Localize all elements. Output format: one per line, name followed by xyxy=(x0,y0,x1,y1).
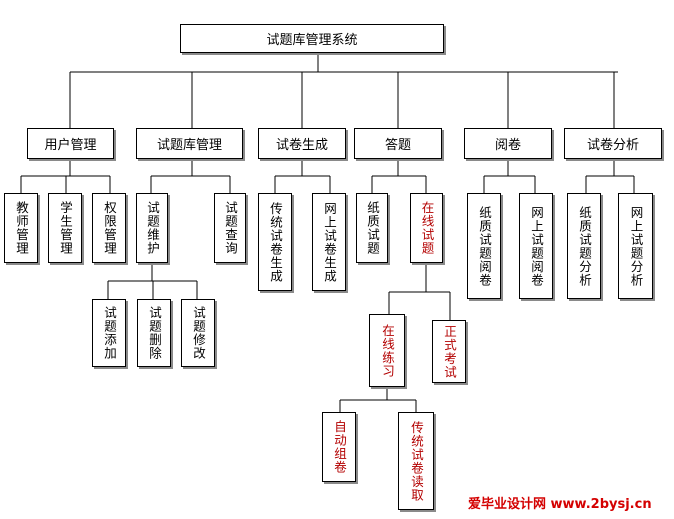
node-bank-mgmt: 试题库管理 xyxy=(136,128,243,159)
node-traditional-paper-read-label: 传统试卷读取 xyxy=(409,420,424,502)
node-question-modify: 试题修改 xyxy=(181,299,215,367)
node-online-questions: 在线试题 xyxy=(410,193,443,263)
node-permission-mgmt: 权限管理 xyxy=(92,193,126,263)
node-online-paper-gen: 网上试卷生成 xyxy=(312,193,346,291)
node-analysis-label: 试卷分析 xyxy=(586,138,639,153)
node-auto-compose: 自动组卷 xyxy=(322,412,356,482)
node-formal-exam-label: 正式考试 xyxy=(442,324,457,379)
root-node: 试题库管理系统 xyxy=(180,24,444,53)
node-traditional-paper-gen-label: 传统试卷生成 xyxy=(268,201,283,283)
node-paper-review-label: 纸质试题阅卷 xyxy=(477,205,492,287)
node-paper-questions: 纸质试题 xyxy=(356,193,388,263)
node-paper-gen: 试卷生成 xyxy=(258,128,346,159)
node-traditional-paper-read: 传统试卷读取 xyxy=(398,412,434,510)
node-review-label: 阅卷 xyxy=(494,138,521,153)
node-student-mgmt: 学生管理 xyxy=(48,193,82,263)
node-teacher-mgmt-label: 教师管理 xyxy=(14,201,29,255)
node-answer-label: 答题 xyxy=(384,138,411,153)
node-question-query-label: 试题查询 xyxy=(223,201,238,255)
node-question-add: 试题添加 xyxy=(92,299,126,367)
node-paper-analysis: 纸质试题分析 xyxy=(567,193,601,299)
node-paper-review: 纸质试题阅卷 xyxy=(467,193,501,299)
node-traditional-paper-gen: 传统试卷生成 xyxy=(258,193,292,291)
node-question-maintain-label: 试题维护 xyxy=(145,201,160,255)
node-auto-compose-label: 自动组卷 xyxy=(332,420,347,474)
node-formal-exam: 正式考试 xyxy=(432,320,466,383)
watermark-text: 爱毕业设计网 www.2bysj.cn xyxy=(468,497,652,512)
node-online-review-label: 网上试题阅卷 xyxy=(529,205,544,287)
node-paper-questions-label: 纸质试题 xyxy=(365,201,380,255)
node-paper-analysis-label: 纸质试题分析 xyxy=(577,205,592,287)
node-user-mgmt: 用户管理 xyxy=(27,128,114,159)
node-student-mgmt-label: 学生管理 xyxy=(58,201,73,255)
node-user-mgmt-label: 用户管理 xyxy=(44,138,97,153)
node-question-maintain: 试题维护 xyxy=(136,193,168,263)
node-question-modify-label: 试题修改 xyxy=(191,306,206,360)
node-bank-mgmt-label: 试题库管理 xyxy=(156,138,222,153)
node-question-delete: 试题删除 xyxy=(137,299,171,367)
node-online-paper-gen-label: 网上试卷生成 xyxy=(322,201,337,283)
node-review: 阅卷 xyxy=(464,128,552,159)
node-teacher-mgmt: 教师管理 xyxy=(4,193,38,263)
node-online-practice-label: 在线练习 xyxy=(380,323,395,378)
node-permission-mgmt-label: 权限管理 xyxy=(102,201,117,255)
node-online-analysis-label: 网上试题分析 xyxy=(628,205,644,287)
node-question-query: 试题查询 xyxy=(214,193,246,263)
node-answer: 答题 xyxy=(354,128,442,159)
node-analysis: 试卷分析 xyxy=(564,128,662,159)
node-online-review: 网上试题阅卷 xyxy=(519,193,553,299)
node-question-add-label: 试题添加 xyxy=(102,306,117,360)
node-online-analysis: 网上试题分析 xyxy=(618,193,653,299)
node-question-delete-label: 试题删除 xyxy=(147,306,162,360)
node-paper-gen-label: 试卷生成 xyxy=(275,138,328,153)
node-online-practice: 在线练习 xyxy=(369,314,405,387)
node-online-questions-label: 在线试题 xyxy=(419,201,435,255)
root-title: 试题库管理系统 xyxy=(266,33,358,48)
